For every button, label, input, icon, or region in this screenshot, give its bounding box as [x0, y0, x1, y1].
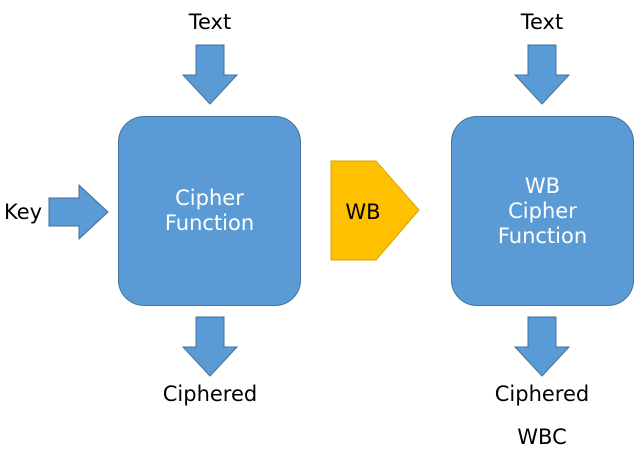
key-label: Key — [4, 200, 43, 224]
cipher-function-line-2: Function — [164, 211, 255, 235]
left-input-arrow-shape — [181, 44, 239, 105]
right-input-arrow — [513, 44, 571, 105]
left-output-arrow — [181, 316, 239, 377]
wb-cipher-function-line-2: Cipher — [508, 198, 577, 223]
right-output-arrow — [513, 316, 571, 377]
left-output-arrow-shape — [181, 316, 239, 377]
wb-transform-pentagon — [330, 160, 420, 261]
wb-transform-label: WB — [345, 200, 381, 224]
left-input-arrow — [181, 44, 239, 105]
cipher-function-line-1: Cipher — [175, 186, 244, 210]
key-arrow — [48, 183, 109, 241]
left-output-label: Ciphered — [162, 382, 258, 406]
wbc-caption: WBC — [517, 425, 567, 449]
wb-cipher-function-box: WB Cipher Function — [451, 116, 634, 306]
right-output-arrow-shape — [513, 316, 571, 377]
right-input-label: Text — [520, 10, 564, 34]
right-output-label: Ciphered — [494, 382, 590, 406]
cipher-function-box: Cipher Function — [118, 116, 301, 306]
wb-cipher-function-line-1: WB — [524, 173, 561, 198]
wb-cipher-function-line-3: Function — [497, 223, 588, 248]
left-input-label: Text — [188, 10, 232, 34]
key-arrow-shape — [48, 183, 109, 241]
right-input-arrow-shape — [513, 44, 571, 105]
wb-pentagon-shape — [330, 160, 420, 261]
